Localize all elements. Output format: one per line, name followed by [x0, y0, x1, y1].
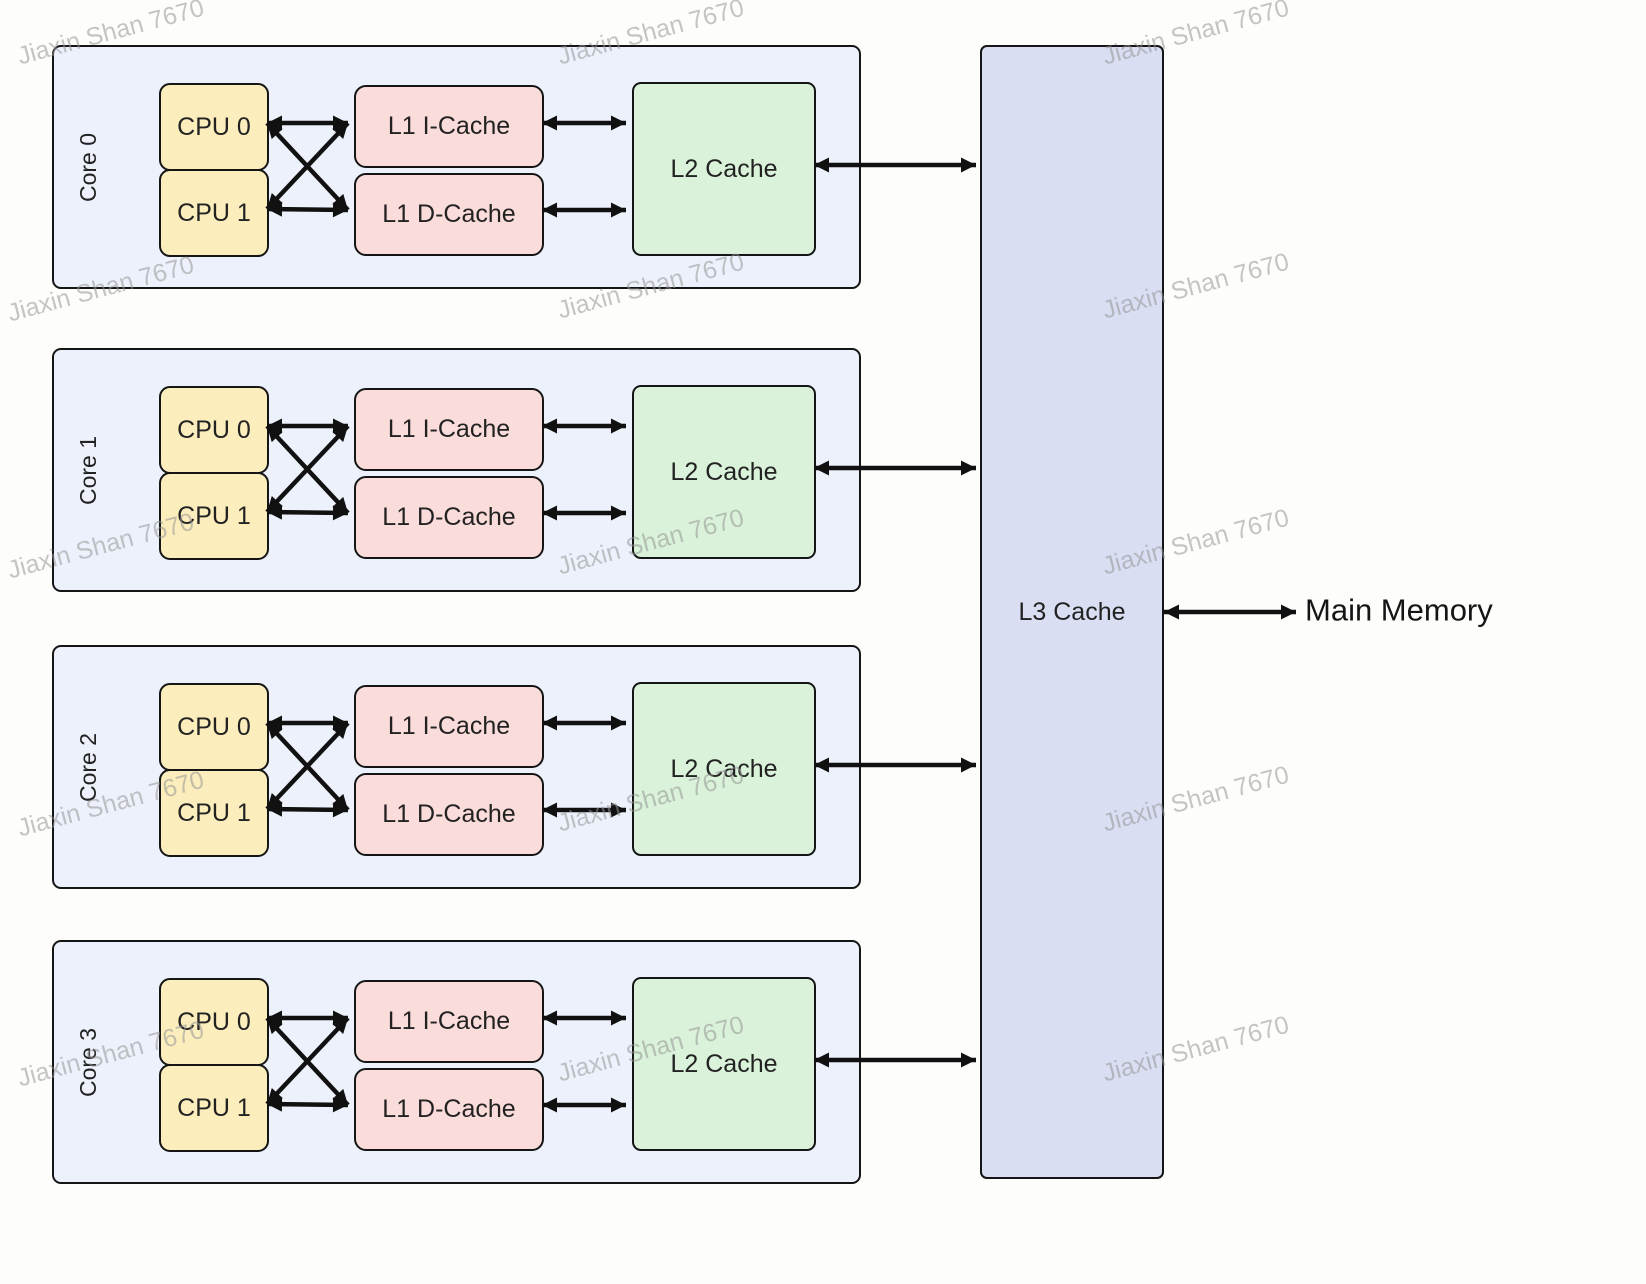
core-2-l1-icache-box: L1 I-Cache	[354, 685, 544, 768]
core-3-cpu-1-box: CPU 1	[159, 1064, 269, 1152]
core-3-cpu-0-box: CPU 0	[159, 978, 269, 1066]
core-3-label: Core 3	[75, 1027, 102, 1097]
core-3-l2-cache-box: L2 Cache	[632, 977, 816, 1151]
core-0-label: Core 0	[75, 132, 102, 202]
core-1-l2-cache-box: L2 Cache	[632, 385, 816, 559]
core-0-label-area: Core 0	[54, 47, 124, 287]
core-1-label: Core 1	[75, 435, 102, 505]
core-3-l1-dcache-box: L1 D-Cache	[354, 1068, 544, 1151]
core-3-container: Core 3 CPU 0 CPU 1 L1 I-Cache L1 D-Cache…	[52, 940, 861, 1184]
main-memory-label: Main Memory	[1305, 592, 1493, 628]
core-3-l1-icache-box: L1 I-Cache	[354, 980, 544, 1063]
core-2-l1-dcache-box: L1 D-Cache	[354, 773, 544, 856]
core-2-container: Core 2 CPU 0 CPU 1 L1 I-Cache L1 D-Cache…	[52, 645, 861, 889]
core-1-l1-icache-box: L1 I-Cache	[354, 388, 544, 471]
core-2-label: Core 2	[75, 732, 102, 802]
core-0-container: Core 0 CPU 0 CPU 1 L1 I-Cache L1 D-Cache…	[52, 45, 861, 289]
core-1-l1-dcache-box: L1 D-Cache	[354, 476, 544, 559]
core-3-label-area: Core 3	[54, 942, 124, 1182]
core-0-l1-icache-box: L1 I-Cache	[354, 85, 544, 168]
core-1-label-area: Core 1	[54, 350, 124, 590]
core-2-l2-cache-box: L2 Cache	[632, 682, 816, 856]
core-0-l2-cache-box: L2 Cache	[632, 82, 816, 256]
core-0-cpu-1-box: CPU 1	[159, 169, 269, 257]
core-1-cpu-1-box: CPU 1	[159, 472, 269, 560]
core-2-label-area: Core 2	[54, 647, 124, 887]
l3-cache-box: L3 Cache	[980, 45, 1164, 1179]
core-0-l1-dcache-box: L1 D-Cache	[354, 173, 544, 256]
core-2-cpu-1-box: CPU 1	[159, 769, 269, 857]
core-1-container: Core 1 CPU 0 CPU 1 L1 I-Cache L1 D-Cache…	[52, 348, 861, 592]
core-2-cpu-0-box: CPU 0	[159, 683, 269, 771]
core-0-cpu-0-box: CPU 0	[159, 83, 269, 171]
core-1-cpu-0-box: CPU 0	[159, 386, 269, 474]
